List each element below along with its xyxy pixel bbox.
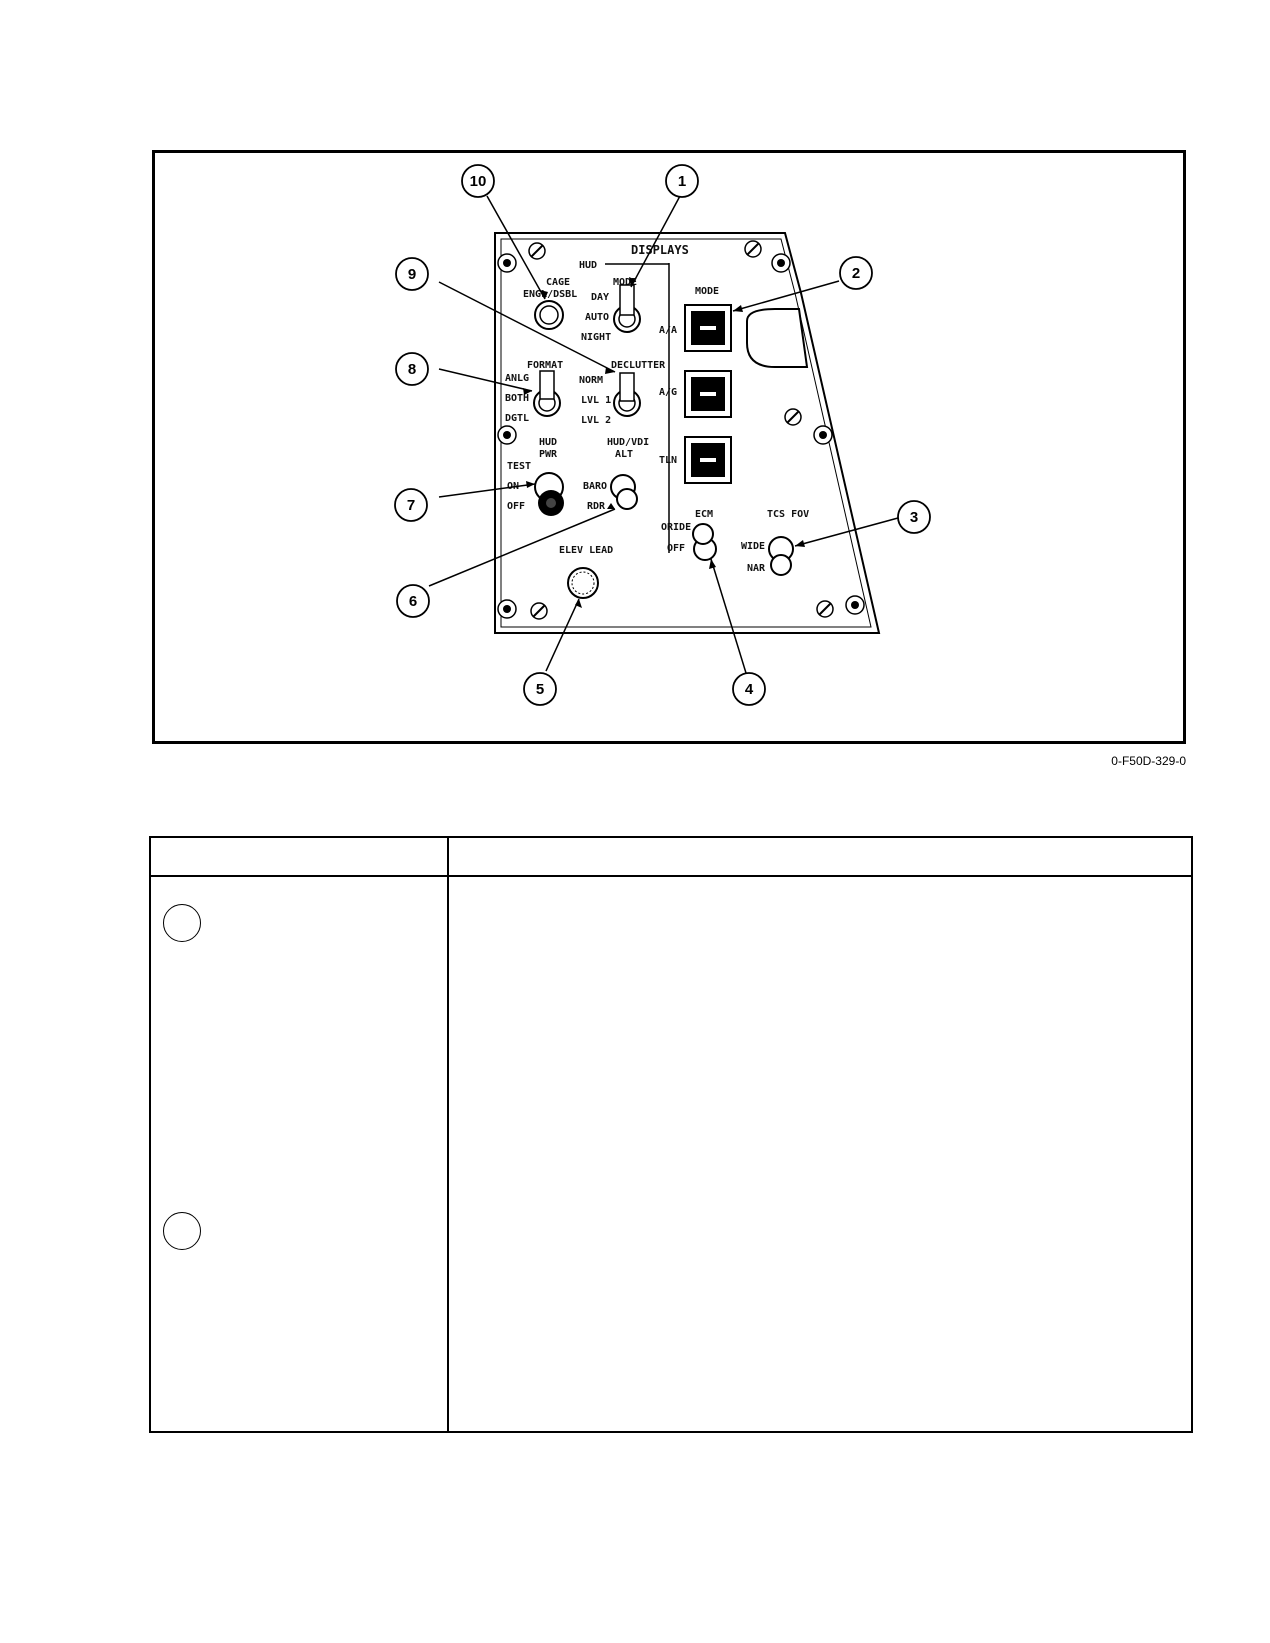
figure-frame: DISPLAYS HUD CAGE ENGL/DSBL MODE DAY AUT… bbox=[152, 150, 1186, 744]
auto-label: AUTO bbox=[585, 312, 609, 323]
screw-icon bbox=[771, 253, 791, 273]
hud-pwr-knob bbox=[534, 472, 564, 516]
both-label: BOTH bbox=[505, 393, 529, 404]
lvl2-label: LVL 2 bbox=[581, 415, 611, 426]
svg-text:7: 7 bbox=[407, 497, 415, 514]
svg-text:9: 9 bbox=[408, 266, 416, 283]
wide-label: WIDE bbox=[741, 541, 765, 552]
hud-label: HUD bbox=[579, 260, 597, 271]
night-label: NIGHT bbox=[581, 332, 611, 343]
screw-icon bbox=[497, 425, 517, 445]
callout-7: 7 bbox=[394, 488, 428, 522]
tln-mode-button bbox=[684, 436, 732, 484]
tln-label: TLN bbox=[659, 455, 677, 466]
dgtl-label: DGTL bbox=[505, 413, 529, 424]
hud-vdi-label-1: HUD/VDI bbox=[607, 437, 649, 448]
cage-button bbox=[534, 300, 564, 330]
callout-6: 6 bbox=[396, 584, 430, 618]
figure-id: 0-F50D-329-0 bbox=[1111, 754, 1186, 768]
day-label: DAY bbox=[591, 292, 609, 303]
callout-3: 3 bbox=[897, 500, 931, 534]
svg-text:10: 10 bbox=[470, 173, 487, 190]
table-row-marker bbox=[163, 904, 201, 942]
table-header-rule bbox=[151, 875, 1191, 877]
screw-icon bbox=[497, 599, 517, 619]
description-table bbox=[149, 836, 1193, 1433]
off-label: OFF bbox=[507, 501, 525, 512]
elev-lead-knob bbox=[567, 567, 599, 599]
test-label: TEST bbox=[507, 461, 531, 472]
screw-icon bbox=[845, 595, 865, 615]
mode-switch-label: MODE bbox=[613, 277, 637, 288]
svg-text:2: 2 bbox=[852, 265, 860, 282]
screw-icon bbox=[784, 408, 802, 426]
elev-lead-label: ELEV LEAD bbox=[559, 545, 613, 556]
hud-pwr-label-1: HUD bbox=[539, 437, 557, 448]
aa-label: A/A bbox=[659, 325, 677, 336]
aa-mode-button bbox=[684, 304, 732, 352]
format-toggle bbox=[533, 370, 561, 417]
mode-label: MODE bbox=[695, 286, 719, 297]
callout-4: 4 bbox=[732, 672, 766, 706]
callout-1: 1 bbox=[665, 164, 699, 198]
callout-10: 10 bbox=[461, 164, 495, 198]
svg-text:1: 1 bbox=[678, 173, 686, 190]
hud-vdi-alt-toggle bbox=[610, 474, 638, 510]
engl-dsbl-label: ENGL/DSBL bbox=[523, 289, 577, 300]
ag-mode-button bbox=[684, 370, 732, 418]
leader-arrowheads bbox=[523, 277, 805, 608]
svg-text:4: 4 bbox=[745, 681, 754, 698]
ecm-label: ECM bbox=[695, 509, 713, 520]
tcs-fov-label: TCS FOV bbox=[767, 509, 809, 520]
panel-cutout bbox=[746, 308, 809, 368]
table-row-marker bbox=[163, 1212, 201, 1250]
ag-label: A/G bbox=[659, 387, 677, 398]
hud-mode-toggle bbox=[613, 284, 641, 333]
screw-icon bbox=[530, 602, 548, 620]
lvl1-label: LVL 1 bbox=[581, 395, 611, 406]
oride-label: ORIDE bbox=[661, 522, 691, 533]
baro-label: BARO bbox=[583, 481, 607, 492]
format-label: FORMAT bbox=[527, 360, 563, 371]
cage-label: CAGE bbox=[546, 277, 570, 288]
displays-panel-illustration: DISPLAYS HUD CAGE ENGL/DSBL MODE DAY AUT… bbox=[394, 164, 931, 706]
rdr-label: RDR bbox=[587, 501, 606, 512]
hud-pwr-label-2: PWR bbox=[539, 449, 558, 460]
svg-text:5: 5 bbox=[536, 681, 544, 698]
screw-icon bbox=[528, 242, 546, 260]
panel-title: DISPLAYS bbox=[631, 243, 689, 257]
svg-text:3: 3 bbox=[910, 509, 918, 526]
declutter-label: DECLUTTER bbox=[611, 360, 666, 371]
nar-label: NAR bbox=[747, 563, 766, 574]
ecm-toggle bbox=[692, 523, 717, 561]
screw-icon bbox=[497, 253, 517, 273]
screw-icon bbox=[813, 425, 833, 445]
table-column-rule bbox=[447, 838, 449, 1431]
declutter-toggle bbox=[613, 372, 641, 417]
callout-8: 8 bbox=[395, 352, 429, 386]
callout-9: 9 bbox=[395, 257, 429, 291]
norm-label: NORM bbox=[579, 375, 603, 386]
ecm-off-label: OFF bbox=[667, 543, 685, 554]
callout-2: 2 bbox=[839, 256, 873, 290]
tcs-fov-toggle bbox=[768, 536, 794, 576]
hud-vdi-label-2: ALT bbox=[615, 449, 633, 460]
leader-lines bbox=[428, 195, 899, 674]
svg-text:8: 8 bbox=[408, 361, 416, 378]
screw-icon bbox=[744, 240, 762, 258]
screw-icon bbox=[816, 600, 834, 618]
anlg-label: ANLG bbox=[505, 373, 529, 384]
callout-5: 5 bbox=[523, 672, 557, 706]
svg-text:6: 6 bbox=[409, 593, 417, 610]
